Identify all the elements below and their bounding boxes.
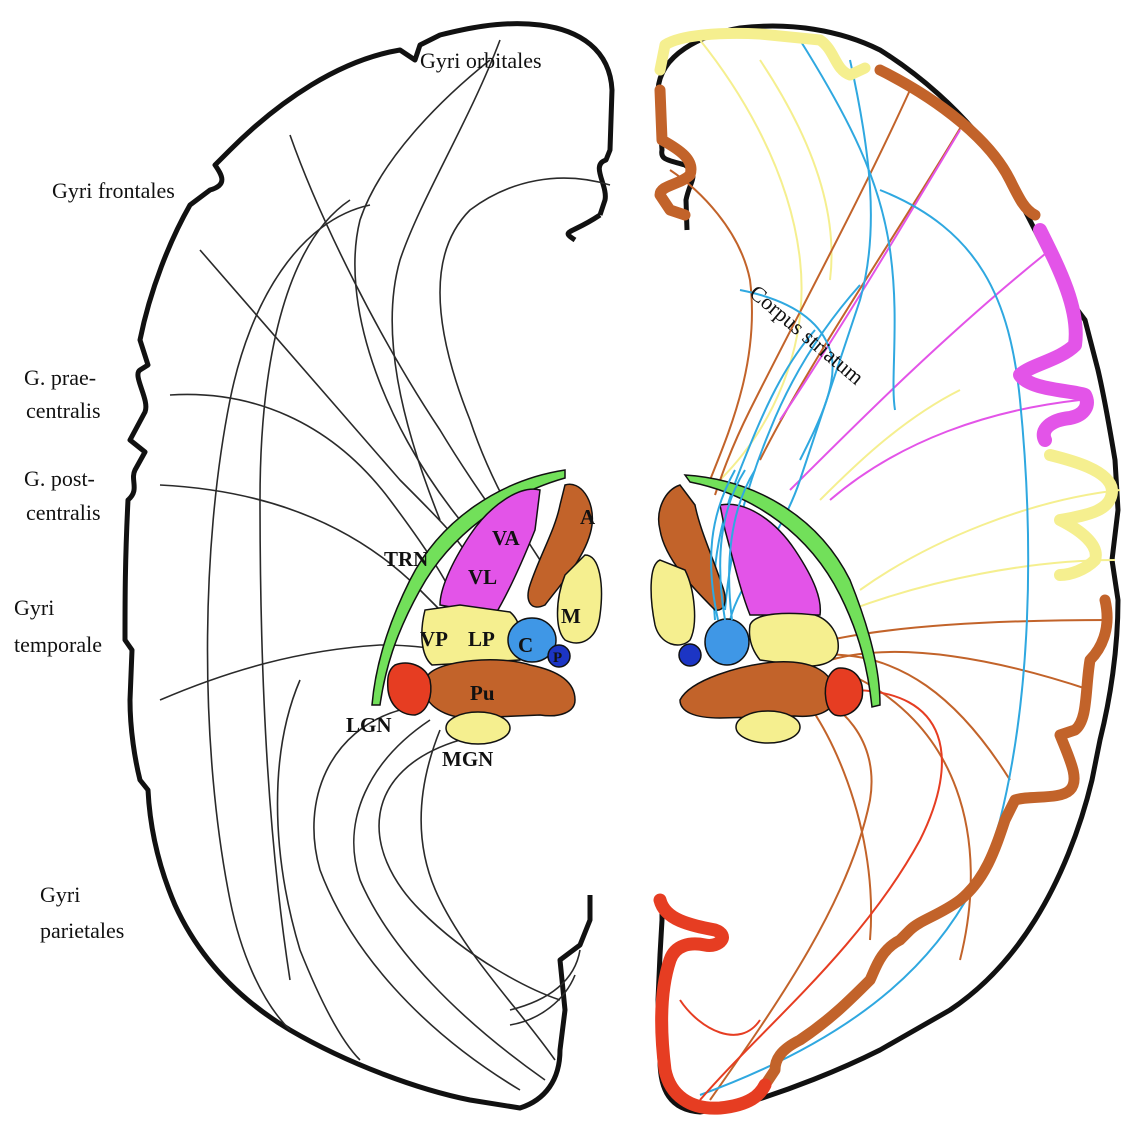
right-vp-lp [749, 613, 838, 666]
label-g-postcentralis-1: G. post- [24, 466, 95, 491]
left-lgn [388, 663, 431, 715]
right-pulvinar [680, 662, 835, 718]
label-gyri-parietales-1: Gyri [40, 882, 80, 907]
red-parietal-band [660, 900, 765, 1108]
right-caudate-blob [705, 619, 749, 665]
label-p: P [553, 650, 562, 666]
label-gyri-temporale-1: Gyri [14, 595, 54, 620]
label-gyri-orbitales: Gyri orbitales [420, 48, 542, 73]
right-cortex-bands [660, 33, 1112, 1108]
right-mgn [736, 711, 800, 743]
label-gyri-temporale-2: temporale [14, 632, 102, 657]
label-va: VA [492, 526, 520, 550]
right-p-dot [679, 644, 701, 666]
label-g-praecentralis-2: centralis [26, 398, 101, 423]
label-g-praecentralis-1: G. prae- [24, 365, 96, 390]
label-gyri-parietales-2: parietales [40, 918, 124, 943]
right-lgn [825, 668, 862, 716]
label-g-postcentralis-2: centralis [26, 500, 101, 525]
left-mgn [446, 712, 510, 744]
label-vl: VL [468, 565, 497, 589]
label-m: M [561, 604, 581, 628]
yellow-orbital-band [660, 33, 865, 75]
brown-frontal-band [880, 70, 1035, 215]
label-lp: LP [468, 627, 495, 651]
label-vp: VP [420, 627, 448, 651]
label-gyri-frontales: Gyri frontales [52, 178, 175, 203]
label-a: A [580, 505, 596, 529]
left-pulvinar [425, 660, 575, 718]
label-lgn: LGN [346, 713, 392, 737]
yellow-postcentral-band [1050, 455, 1112, 575]
label-mgn: MGN [442, 747, 493, 771]
label-pu: Pu [470, 681, 495, 705]
right-thalamus [651, 470, 880, 743]
label-c: C [518, 633, 533, 657]
label-trn: TRN [384, 547, 428, 571]
